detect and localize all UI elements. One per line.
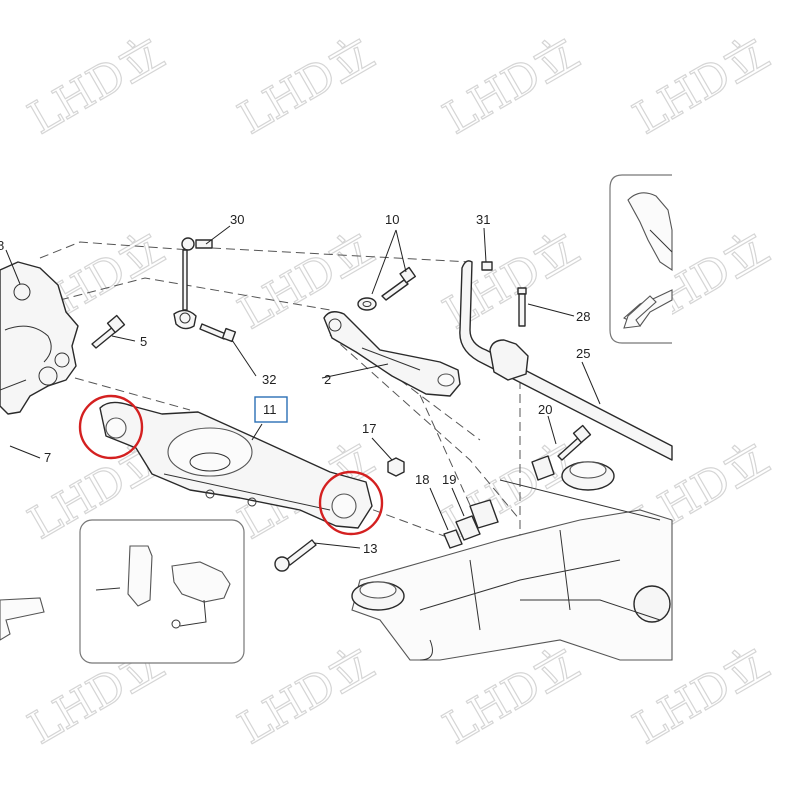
stabilizer-bar-25 xyxy=(459,260,673,461)
nut-17 xyxy=(387,457,405,477)
callout-17: 17 xyxy=(362,421,376,436)
bolt-5 xyxy=(91,314,126,349)
bolt-32 xyxy=(199,323,237,343)
inset-panel-bottom-left xyxy=(79,519,245,664)
callout-32: 32 xyxy=(262,372,276,387)
callout-13: 13 xyxy=(363,541,377,556)
spacer-18-19 xyxy=(443,499,499,549)
callout-18: 18 xyxy=(415,472,429,487)
stabilizer-link-30 xyxy=(173,237,213,330)
callout-30: 30 xyxy=(230,212,244,227)
watermark: LHD立 xyxy=(230,27,383,145)
callout-labels: 8 5 7 30 10 31 28 25 2 32 11 17 20 18 19… xyxy=(0,212,590,556)
callout-7: 7 xyxy=(44,450,51,465)
watermark: LHD立 xyxy=(435,27,588,145)
leader-lines xyxy=(5,225,601,549)
callout-28: 28 xyxy=(576,309,590,324)
direction-arrow-inset xyxy=(623,295,657,329)
callout-10: 10 xyxy=(385,212,399,227)
callout-2: 2 xyxy=(324,372,331,387)
watermark: LHD立 xyxy=(625,27,778,145)
watermark: LHD立 xyxy=(230,222,383,340)
callout-31: 31 xyxy=(476,212,490,227)
callout-20: 20 xyxy=(538,402,552,417)
callout-25: 25 xyxy=(576,346,590,361)
bushing-highlight-left xyxy=(78,394,144,460)
inset-panel-top-right xyxy=(609,174,673,344)
callout-19: 19 xyxy=(442,472,456,487)
callout-5: 5 xyxy=(140,334,147,349)
wheel-knuckle xyxy=(0,261,79,415)
bolt-10 xyxy=(357,266,417,311)
direction-arrow xyxy=(0,597,45,641)
upper-control-arm-2 xyxy=(323,311,461,397)
watermark: LHD立 xyxy=(435,222,588,340)
lower-control-arm-11 xyxy=(99,401,373,529)
rear-subframe xyxy=(351,461,673,661)
watermark: LHD立 xyxy=(230,637,383,755)
callout-8: 8 xyxy=(0,238,4,253)
callout-11: 11 xyxy=(263,402,277,417)
bolt-13 xyxy=(274,539,317,572)
bolt-20 xyxy=(531,424,592,481)
bushing-highlight-right xyxy=(318,470,384,536)
watermark: LHD立 xyxy=(20,27,173,145)
callout-11-box xyxy=(254,396,288,423)
